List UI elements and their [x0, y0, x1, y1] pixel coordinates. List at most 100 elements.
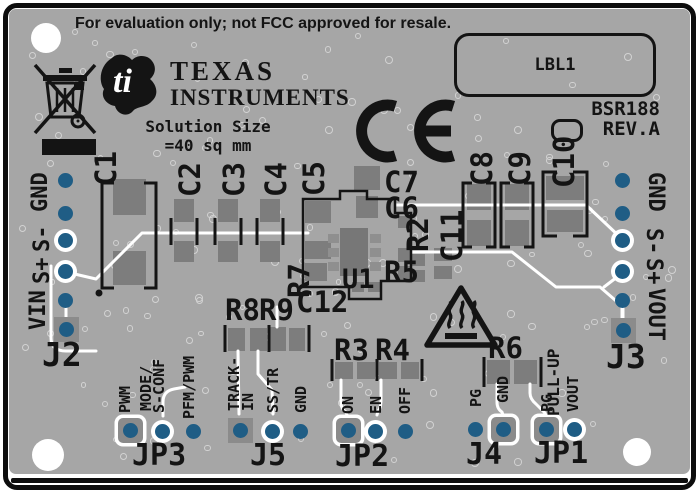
- refdes-c3: C3: [217, 162, 251, 197]
- j4-gnd-pin: [491, 417, 516, 442]
- jp2-pin-label-on: ON: [339, 395, 357, 414]
- j4-pin-label-gnd: GND: [494, 375, 512, 403]
- j5-track-in-pin: [228, 418, 253, 443]
- r3-pad: [335, 362, 353, 379]
- refdes-r5: R5: [384, 255, 419, 289]
- j5-pin-label-gnd: GND: [292, 385, 310, 413]
- c12-pad: [352, 282, 364, 292]
- j3-pin-label-vout: VOUT: [643, 288, 668, 341]
- jp2-pin-label-en: EN: [367, 395, 385, 414]
- j2-vin-square-pad: [54, 317, 79, 342]
- jp3-mode-pin: [155, 424, 170, 439]
- c10-pad: [547, 210, 583, 232]
- j3-vout-hole: [615, 293, 630, 308]
- weee-crossed-bin-icon: [33, 63, 97, 135]
- refdes-c8: C8: [465, 151, 499, 186]
- connector-name-j3: J3: [606, 337, 646, 376]
- cluster-pad: [398, 216, 410, 228]
- j5-pin-label-ss-tr: SS/TR: [264, 367, 282, 413]
- c4-pad: [260, 241, 280, 262]
- c1-polarity-dot: [95, 289, 103, 297]
- board-id: BSR188: [591, 98, 660, 120]
- solution-size-note: Solution Size =40 sq mm: [138, 117, 278, 155]
- refdes-c5: C5: [297, 161, 331, 196]
- connector-name-j4: J4: [466, 437, 503, 472]
- label-box-text: LBL1: [534, 55, 576, 75]
- jp1-vout-pin: [567, 422, 582, 437]
- mounting-hole: [32, 439, 64, 471]
- j2-s-plus-hole: [58, 264, 73, 279]
- evaluation-banner: For evaluation only; not FCC approved fo…: [75, 15, 452, 32]
- r5-pad: [398, 266, 412, 280]
- refdes-r8: R8: [225, 293, 260, 327]
- board-id-block: BSR188 REV.A: [557, 99, 660, 139]
- r4-pad: [379, 362, 397, 379]
- r6-pad: [514, 360, 537, 384]
- r8-pad: [228, 328, 245, 351]
- connector-name-j5: J5: [250, 438, 287, 473]
- j2-gnd-hole: [58, 173, 73, 188]
- c6-pad: [356, 196, 378, 218]
- c2-pad: [174, 241, 194, 262]
- c3-pad: [218, 199, 238, 222]
- mounting-hole: [31, 23, 61, 53]
- jp1-pin-label-pg: PG: [538, 393, 556, 412]
- j3-gnd-hole: [615, 173, 630, 188]
- refdes-r6: R6: [488, 331, 523, 365]
- refdes-u1: U1: [342, 264, 375, 295]
- refdes-r4: R4: [375, 333, 410, 367]
- u1-body: [340, 228, 368, 276]
- r5-pad: [398, 248, 412, 262]
- solution-size-line2: =40 sq mm: [164, 136, 252, 155]
- jp2-en-pin: [368, 424, 383, 439]
- r3-pad: [357, 362, 375, 379]
- r9-pad: [289, 328, 305, 351]
- j4-pin-label-pg: PG: [467, 388, 485, 407]
- c10-pad: [546, 176, 584, 200]
- board-bottom-edge: [11, 478, 688, 483]
- j2-s-minus-hole: [58, 233, 73, 248]
- c11-pad: [434, 266, 452, 279]
- u1-pin-pad: [370, 234, 381, 243]
- jp3-pin-label-sconf: S-CONF: [150, 358, 168, 413]
- c12-pad: [368, 282, 380, 292]
- j2-pin-label-s-plus: S+: [30, 257, 55, 285]
- weee-bar: [42, 139, 96, 155]
- jp2-pin-label-off: OFF: [396, 386, 414, 414]
- board-outline-frame: [3, 3, 696, 490]
- label-box: LBL1: [454, 33, 656, 97]
- mounting-hole: [623, 438, 651, 466]
- c8-pad: [467, 220, 491, 246]
- c2-pad: [174, 199, 194, 222]
- c9-pad: [505, 220, 529, 246]
- jp1-pg-pin: [534, 417, 559, 442]
- connector-name-jp3: JP3: [132, 438, 187, 473]
- c1-pad: [113, 179, 146, 215]
- jp3-pfm-pwm-pin: [186, 424, 201, 439]
- silkscreen-marks: [95, 170, 589, 387]
- j2-pin-label-gnd: GND: [28, 172, 53, 212]
- refdes-c12: C12: [296, 285, 349, 319]
- refdes-c10: C10: [547, 135, 581, 188]
- u1-courtyard-outline: [301, 189, 413, 301]
- refdes-c6: C6: [384, 191, 419, 225]
- u1-pin-pad: [328, 262, 339, 271]
- ce-mark-icon: [356, 99, 456, 163]
- r4-pad: [401, 362, 419, 379]
- u1-pin-pad: [370, 248, 381, 257]
- r9-pad: [270, 327, 286, 351]
- refdes-r2: R2: [401, 217, 435, 252]
- fiducial-oval: [551, 119, 583, 142]
- jp3-pin-label-pfm-pwm: PFM/PWM: [180, 355, 198, 419]
- u1-pin-pad: [370, 262, 381, 271]
- refdes-c4: C4: [259, 162, 293, 197]
- connector-name-j2: J2: [42, 335, 82, 374]
- solution-size-line1: Solution Size: [145, 117, 271, 136]
- hot-surface-icon: [424, 285, 498, 348]
- u1-pin-pad: [328, 234, 339, 243]
- j3-gnd-hole: [615, 206, 630, 221]
- board-rev: REV.A: [602, 118, 660, 140]
- ti-wordmark-texas: TEXAS: [170, 56, 276, 86]
